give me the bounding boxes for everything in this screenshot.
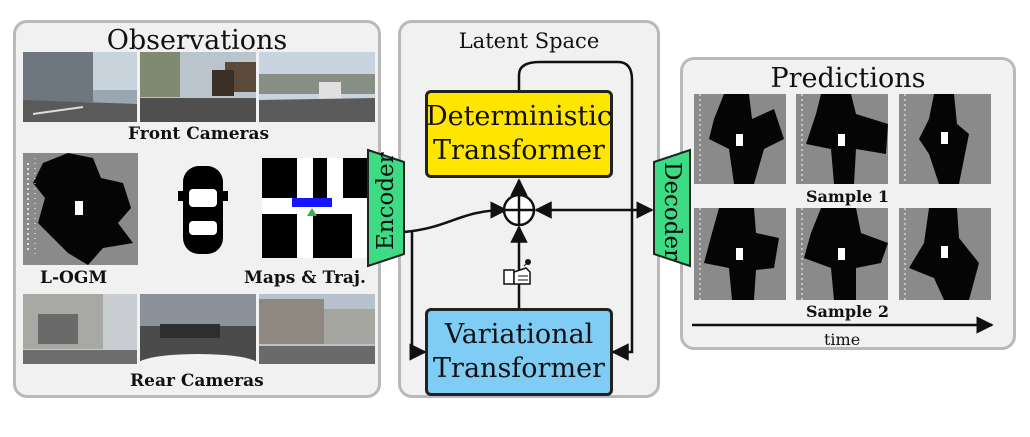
arrow-encoder-to-combine xyxy=(403,201,508,234)
prediction-sample1-frame1 xyxy=(694,94,786,184)
decoder-label: Decoder xyxy=(659,162,685,261)
deterministic-transformer-box: Deterministic Transformer xyxy=(425,90,613,178)
maps-trajectory-label: Maps & Traj. xyxy=(244,268,366,288)
sample1-label: Sample 1 xyxy=(806,187,889,206)
sampling-hand-icon xyxy=(503,259,531,285)
arrow-encoder-to-variational xyxy=(409,232,427,361)
front-camera-center-image xyxy=(140,52,256,122)
arrow-deterministic-loop xyxy=(517,60,634,361)
front-cameras-label: Front Cameras xyxy=(128,124,270,144)
observations-title: Observations xyxy=(106,25,288,56)
front-camera-right-image xyxy=(259,52,375,122)
prediction-sample1-frame3 xyxy=(899,94,991,184)
deterministic-transformer-line2: Transformer xyxy=(433,135,605,166)
variational-transformer-line1: Variational xyxy=(444,319,594,351)
rear-camera-left-image xyxy=(23,294,137,364)
sample2-label: Sample 2 xyxy=(806,302,889,321)
rear-camera-right-image xyxy=(259,294,375,364)
combine-operator-icon xyxy=(502,193,536,227)
prediction-sample2-frame1 xyxy=(694,208,786,300)
variational-transformer-box: Variational Transformer xyxy=(425,308,613,396)
encoder-label: Encoder xyxy=(373,152,399,250)
prediction-sample2-frame3 xyxy=(899,208,991,300)
variational-transformer-line2: Transformer xyxy=(433,353,605,384)
latent-space-title: Latent Space xyxy=(458,29,600,53)
prediction-sample1-frame2 xyxy=(796,94,888,184)
deterministic-transformer-line1: Deterministic xyxy=(425,101,613,133)
predictions-title: Predictions xyxy=(770,63,926,94)
decoder-block xyxy=(653,148,691,268)
rear-cameras-label: Rear Cameras xyxy=(130,371,264,391)
map-trajectory-image xyxy=(262,158,367,258)
encoder-block xyxy=(367,148,405,268)
prediction-sample2-frame2 xyxy=(796,208,888,300)
logm-image xyxy=(23,153,138,265)
rear-camera-center-image xyxy=(140,294,256,364)
logm-label: L-OGM xyxy=(40,268,108,288)
front-camera-left-image xyxy=(23,52,137,122)
ego-car-icon xyxy=(178,166,228,254)
time-axis-label: time xyxy=(824,330,861,349)
